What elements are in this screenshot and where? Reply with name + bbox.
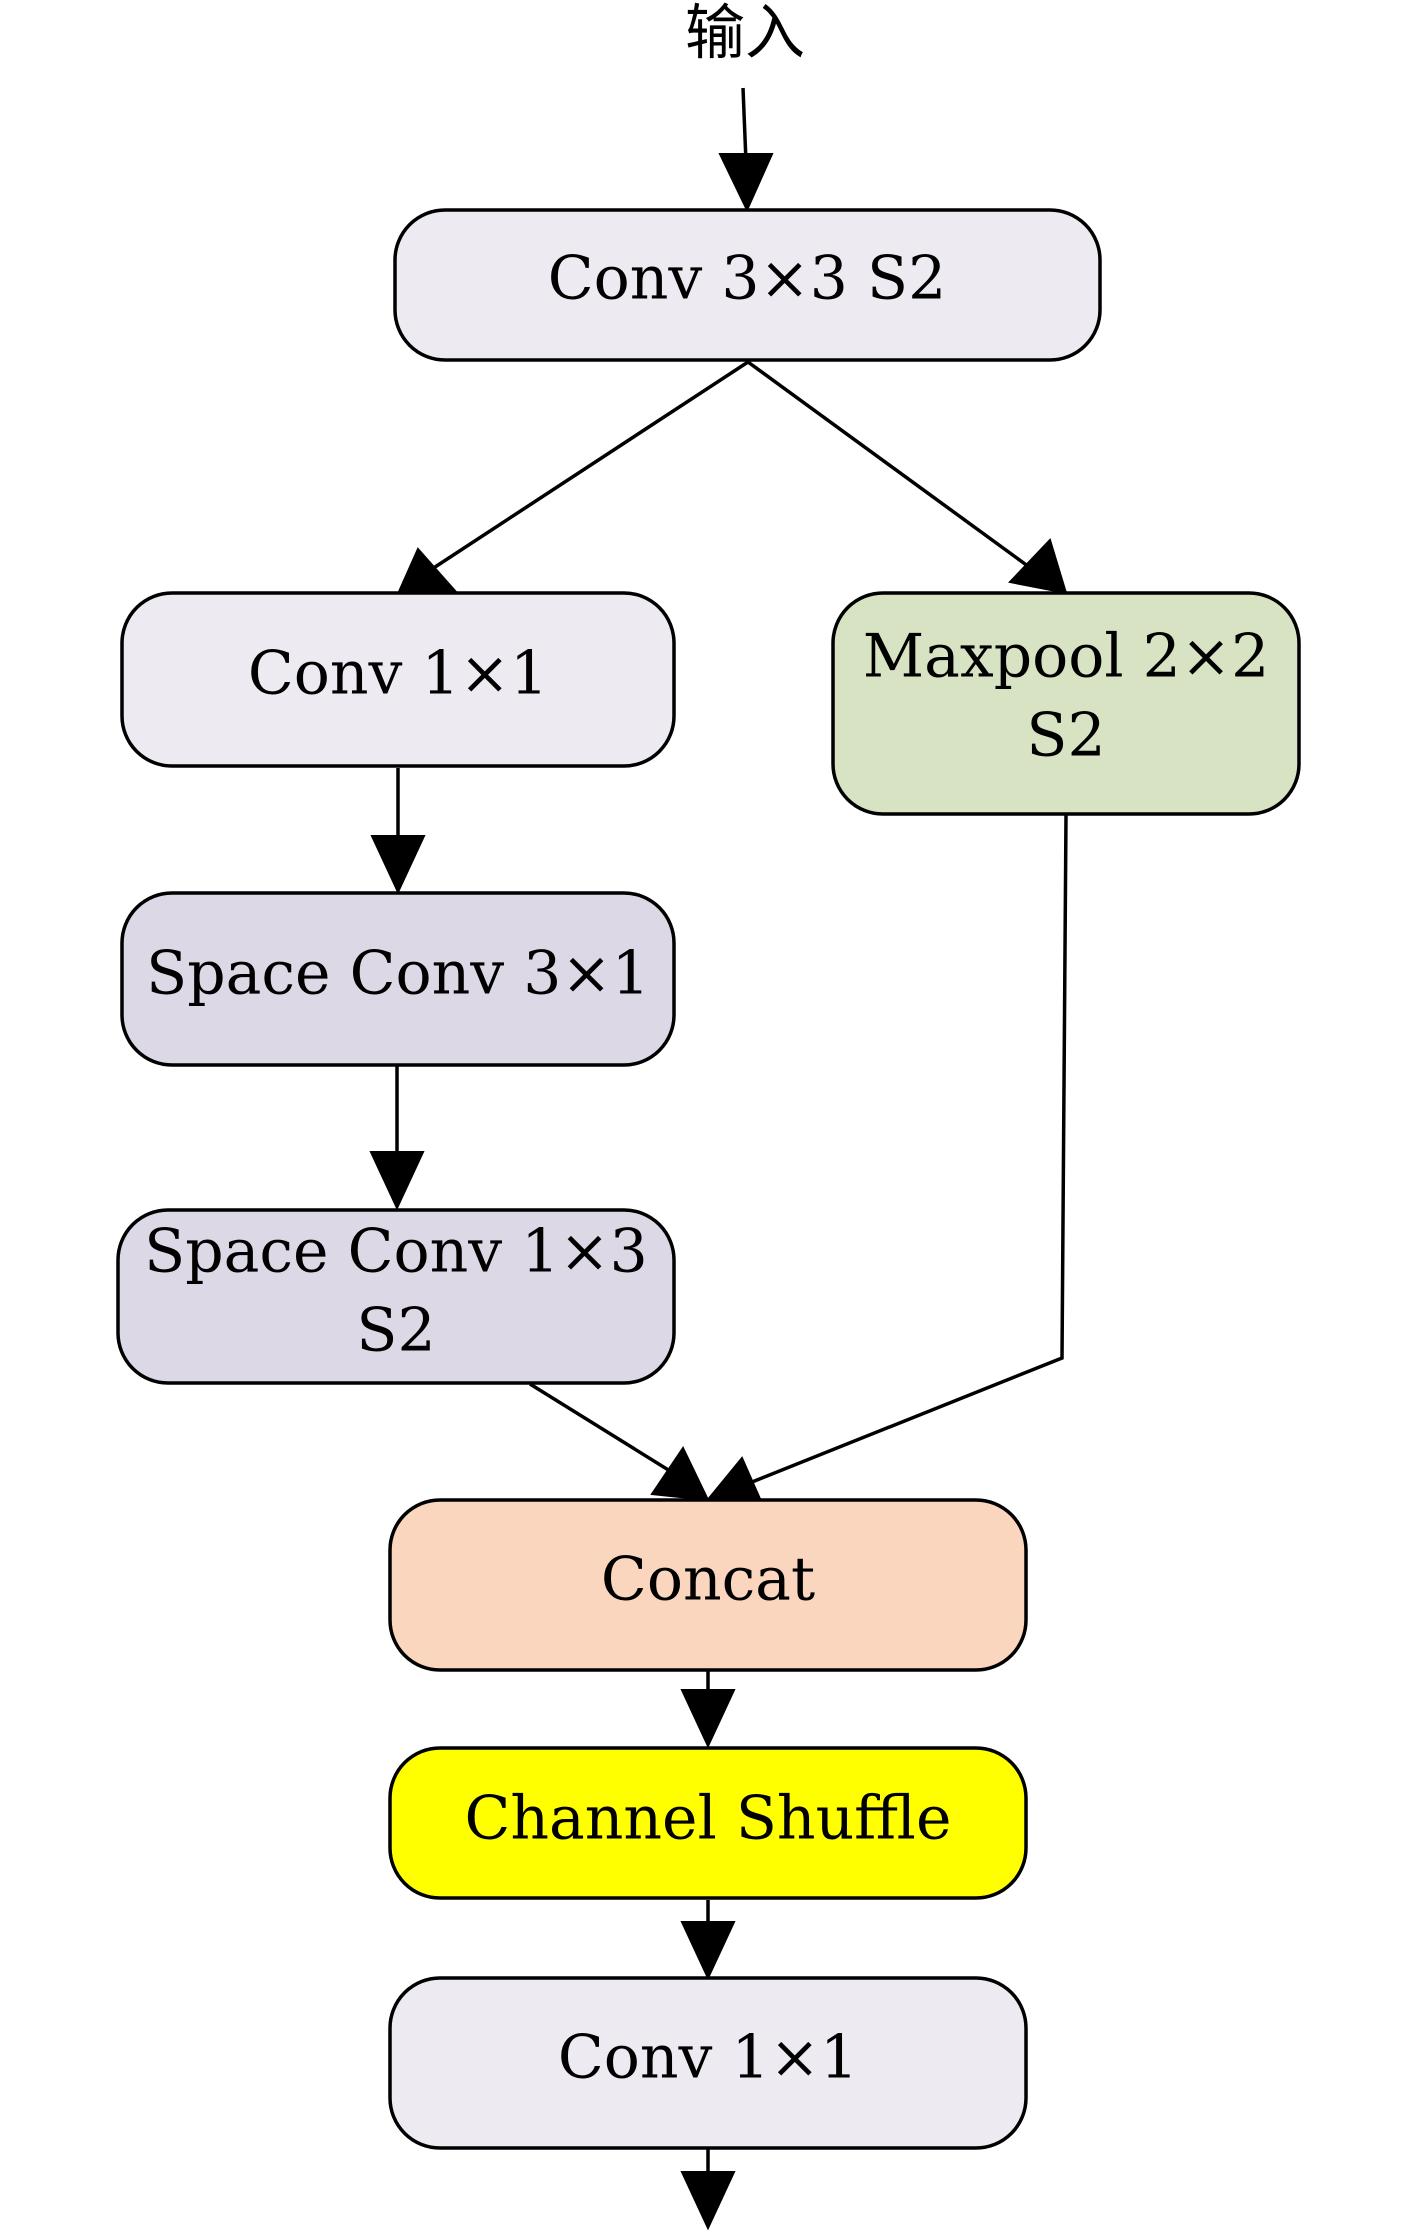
edge-input-to-conv3x3: [741, 87, 748, 163]
arrowhead-shuffle: [680, 1689, 736, 1749]
node-label-line-2: S2: [1026, 701, 1105, 771]
arrowhead-conv1x1-left: [396, 547, 459, 596]
node-concat: Concat: [388, 1498, 1028, 1672]
node-label: Conv 1×1: [558, 2023, 858, 2093]
arrowhead-conv1x1-out: [680, 1921, 736, 1981]
edge-maxpool-to-concat: [751, 814, 1068, 1484]
edge-space-conv-1x3-to-concat: [529, 1382, 671, 1473]
node-label: Space Conv 3×1: [146, 939, 650, 1009]
arrowhead-output: [680, 2171, 736, 2231]
arrowhead-conv3x3: [718, 153, 774, 213]
edge-conv3x3-to-maxpool: [746, 360, 1038, 574]
node-label: Channel Shuffle: [464, 1784, 951, 1854]
node-conv-1x1-out: Conv 1×1: [388, 1976, 1028, 2150]
node-channel-shuffle: Channel Shuffle: [388, 1746, 1028, 1900]
arrowhead-concat-left: [650, 1445, 710, 1502]
node-space-conv-1x3-s2: Space Conv 1×3 S2: [116, 1208, 676, 1385]
node-label: Conv 1×1: [248, 639, 548, 709]
node-label-line-1: Maxpool 2×2: [863, 622, 1270, 692]
nodes: Conv 3×3 S2 Conv 1×1 Maxpool 2×2 S2 Spac…: [116, 208, 1301, 2150]
node-space-conv-3x1: Space Conv 3×1: [120, 891, 676, 1067]
arrowhead-maxpool: [1008, 538, 1068, 595]
edges: [369, 87, 1068, 2231]
input-label: 输入: [685, 0, 805, 69]
edge-conv3x3-to-conv1x1-left: [431, 360, 749, 571]
arrowhead-space-conv-3x1: [370, 835, 426, 895]
node-label: Concat: [601, 1545, 815, 1615]
node-label: Conv 3×3 S2: [548, 244, 947, 314]
node-label-line-1: Space Conv 1×3: [144, 1217, 648, 1287]
node-label-line-2: S2: [356, 1296, 435, 1366]
node-conv-3x3-s2: Conv 3×3 S2: [393, 208, 1102, 362]
node-conv-1x1-left: Conv 1×1: [120, 591, 676, 768]
node-maxpool-2x2-s2: Maxpool 2×2 S2: [831, 591, 1301, 816]
arrowhead-space-conv-1x3: [369, 1151, 425, 1211]
